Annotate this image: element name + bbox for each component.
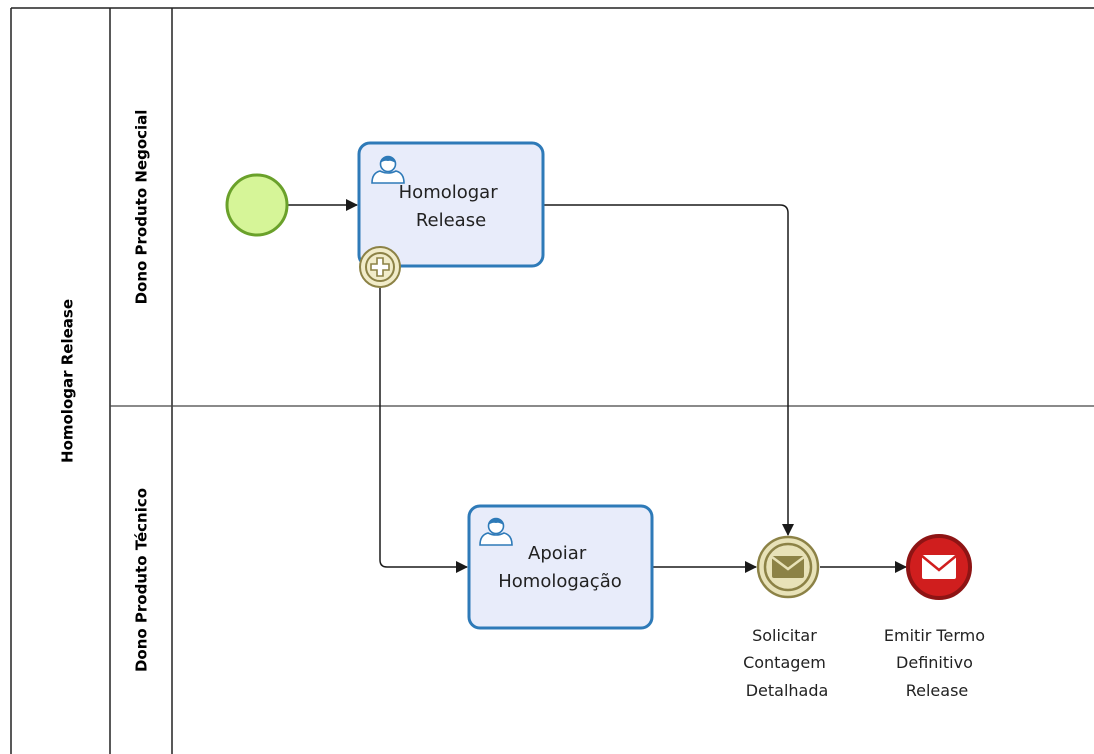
task-apoiar-label-line1: Apoiar [528, 543, 587, 564]
task-homologar-release[interactable]: Homologar Release [357, 141, 545, 288]
parallel-marker-icon[interactable] [359, 246, 401, 288]
flow-homologar-to-solicitar[interactable] [543, 204, 794, 536]
event-solicitar-label-line3: Detalhada [746, 681, 829, 700]
event-emitir-termo[interactable]: Emitir Termo Definitivo Release [884, 534, 990, 700]
lane-tecnico[interactable]: Dono Produto Técnico [133, 488, 151, 672]
pool[interactable]: Homologar Release [10, 7, 1094, 754]
task-homologar-box[interactable] [357, 141, 545, 268]
event-solicitar-label-line1: Solicitar [752, 626, 817, 645]
task-apoiar-box[interactable] [467, 504, 654, 630]
envelope-icon [771, 556, 805, 578]
task-homologar-label-line1: Homologar [399, 182, 499, 203]
task-apoiar-homologacao[interactable]: Apoiar Homologação [467, 504, 654, 630]
intermediate-event-inner [763, 542, 813, 592]
event-solicitar-label: Solicitar Contagem Detalhada [743, 626, 831, 700]
lane-title-tecnico: Dono Produto Técnico [133, 488, 151, 672]
task-apoiar-label: Apoiar Homologação [498, 543, 622, 592]
user-icon [371, 155, 405, 184]
event-emitir-label-line1: Emitir Termo [884, 626, 985, 645]
event-solicitar-label-line2: Contagem [743, 653, 826, 672]
event-emitir-label-line3: Release [906, 681, 969, 700]
event-emitir-label-line2: Definitivo [896, 653, 973, 672]
user-icon [479, 517, 513, 546]
flow-homologar-to-apoiar[interactable] [379, 288, 468, 573]
envelope-icon [921, 555, 957, 579]
event-emitir-label: Emitir Termo Definitivo Release [884, 626, 990, 700]
pool-title: Homologar Release [59, 299, 77, 463]
task-homologar-label: Homologar Release [399, 182, 504, 231]
task-homologar-label-line2: Release [416, 210, 486, 231]
event-solicitar-contagem[interactable]: Solicitar Contagem Detalhada [743, 535, 831, 700]
lane-negocial[interactable]: Dono Produto Negocial [133, 110, 151, 305]
start-event[interactable] [225, 173, 289, 237]
task-apoiar-label-line2: Homologação [498, 571, 622, 592]
lane-title-negocial: Dono Produto Negocial [133, 110, 151, 305]
